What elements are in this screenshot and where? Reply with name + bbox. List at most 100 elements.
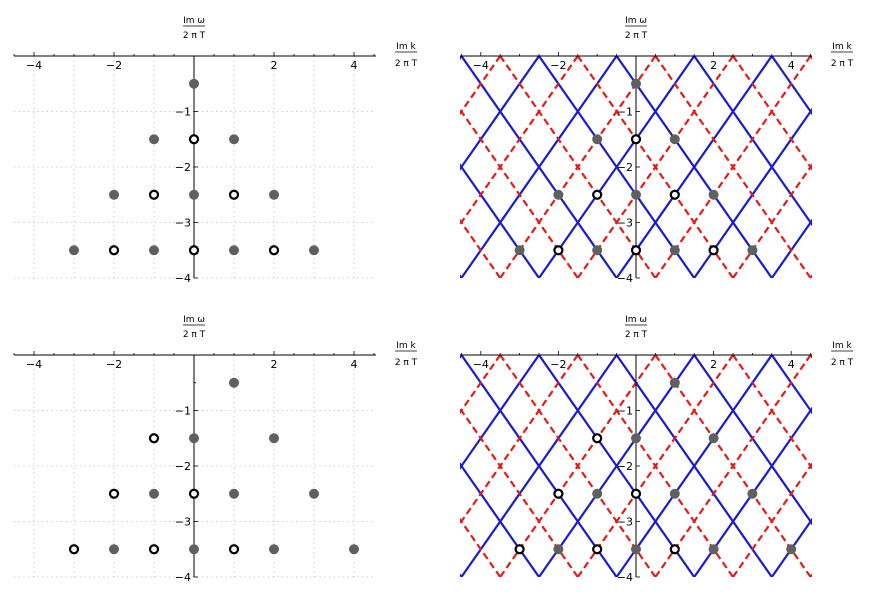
x-tick-label: 4 [788, 59, 795, 72]
y-tick-label: −3 [617, 516, 633, 529]
x-tick-label: 4 [351, 358, 358, 371]
filled-point [669, 134, 680, 145]
solid-line [537, 355, 696, 577]
x-label-denominator: 2 π T [395, 59, 418, 69]
open-point [148, 189, 160, 200]
dashed-line [732, 163, 812, 278]
dashed-line [460, 56, 580, 227]
filled-point [229, 377, 239, 388]
filled-point [708, 189, 719, 200]
open-point [228, 189, 240, 200]
dashed-line [576, 355, 734, 577]
solid-line [538, 56, 696, 278]
dashed-line [0, 22, 35, 577]
open-point [188, 134, 200, 145]
filled-point [189, 544, 199, 555]
dashed-line [809, 56, 812, 60]
x-label-numerator: Im k [832, 42, 852, 52]
x-axis-label: Im k2 π T [395, 42, 418, 69]
dashed-line [499, 355, 657, 577]
solid-line [460, 56, 618, 278]
solid-line [770, 218, 812, 278]
dashed-line [460, 406, 579, 577]
y-tick-label: −4 [617, 272, 633, 285]
filled-point [708, 433, 719, 444]
solid-line [460, 56, 618, 278]
filled-point [109, 544, 119, 555]
solid-line [617, 22, 872, 577]
filled-point [669, 245, 680, 256]
x-tick-label: 4 [788, 358, 795, 371]
filled-point [669, 377, 680, 388]
filled-point [149, 134, 159, 145]
x-tick-label: 2 [271, 59, 278, 72]
y-label-denominator: 2 π T [183, 330, 206, 340]
open-point [188, 488, 200, 499]
open-point [630, 134, 642, 145]
open-point [669, 544, 680, 555]
solid-line [615, 355, 773, 577]
dashed-line [654, 355, 812, 577]
open-point [592, 189, 603, 200]
dashed-line [460, 107, 579, 278]
filled-point [669, 488, 680, 499]
y-axis-label: Im ω2 π T [183, 16, 206, 41]
y-tick-label: −1 [617, 106, 633, 119]
open-point [592, 433, 603, 444]
solid-line [460, 355, 618, 577]
filled-point [592, 488, 603, 499]
line-group [0, 22, 872, 577]
filled-point [189, 189, 199, 200]
dashed-line [498, 355, 657, 577]
filled-point [229, 245, 239, 256]
dashed-line [576, 56, 734, 278]
filled-point [631, 433, 641, 444]
open-point [630, 245, 642, 256]
filled-point [149, 488, 159, 499]
x-tick-label: −2 [106, 358, 122, 371]
dashed-line [460, 218, 502, 278]
filled-point [189, 78, 199, 89]
solid-line [772, 0, 872, 278]
y-label-numerator: Im ω [625, 16, 647, 26]
dashed-line [0, 0, 112, 278]
solid-line [770, 56, 812, 116]
dashed-line [0, 0, 345, 278]
solid-line [537, 56, 696, 278]
open-point [553, 245, 564, 256]
open-point [553, 488, 564, 499]
solid-line [615, 56, 774, 278]
x-axis-label: Im k2 π T [831, 42, 854, 69]
y-tick-label: −2 [175, 460, 191, 473]
y-tick-label: −1 [175, 405, 191, 418]
filled-point [514, 245, 525, 256]
solid-line [0, 0, 73, 278]
open-point [592, 544, 603, 555]
solid-line [772, 22, 872, 577]
open-point [228, 544, 240, 555]
filled-point [553, 189, 564, 200]
dashed-line [498, 56, 657, 278]
solid-line [615, 56, 773, 278]
solid-line [73, 22, 461, 577]
x-tick-label: −2 [550, 358, 566, 371]
dashed-line [655, 22, 872, 577]
x-tick-label: 2 [271, 358, 278, 371]
x-label-numerator: Im k [396, 341, 416, 351]
x-label-denominator: 2 π T [395, 358, 418, 368]
filled-point [592, 245, 603, 256]
filled-point [269, 189, 279, 200]
dashed-line [35, 22, 423, 577]
dashed-line [576, 56, 735, 278]
solid-line [693, 406, 812, 577]
open-point [268, 245, 280, 256]
y-tick-label: −1 [617, 405, 633, 418]
x-tick-label: −2 [106, 59, 122, 72]
dashed-line [654, 56, 812, 278]
dashed-line [654, 56, 812, 278]
x-axis-label: Im k2 π T [831, 341, 854, 368]
line-group [0, 0, 872, 278]
